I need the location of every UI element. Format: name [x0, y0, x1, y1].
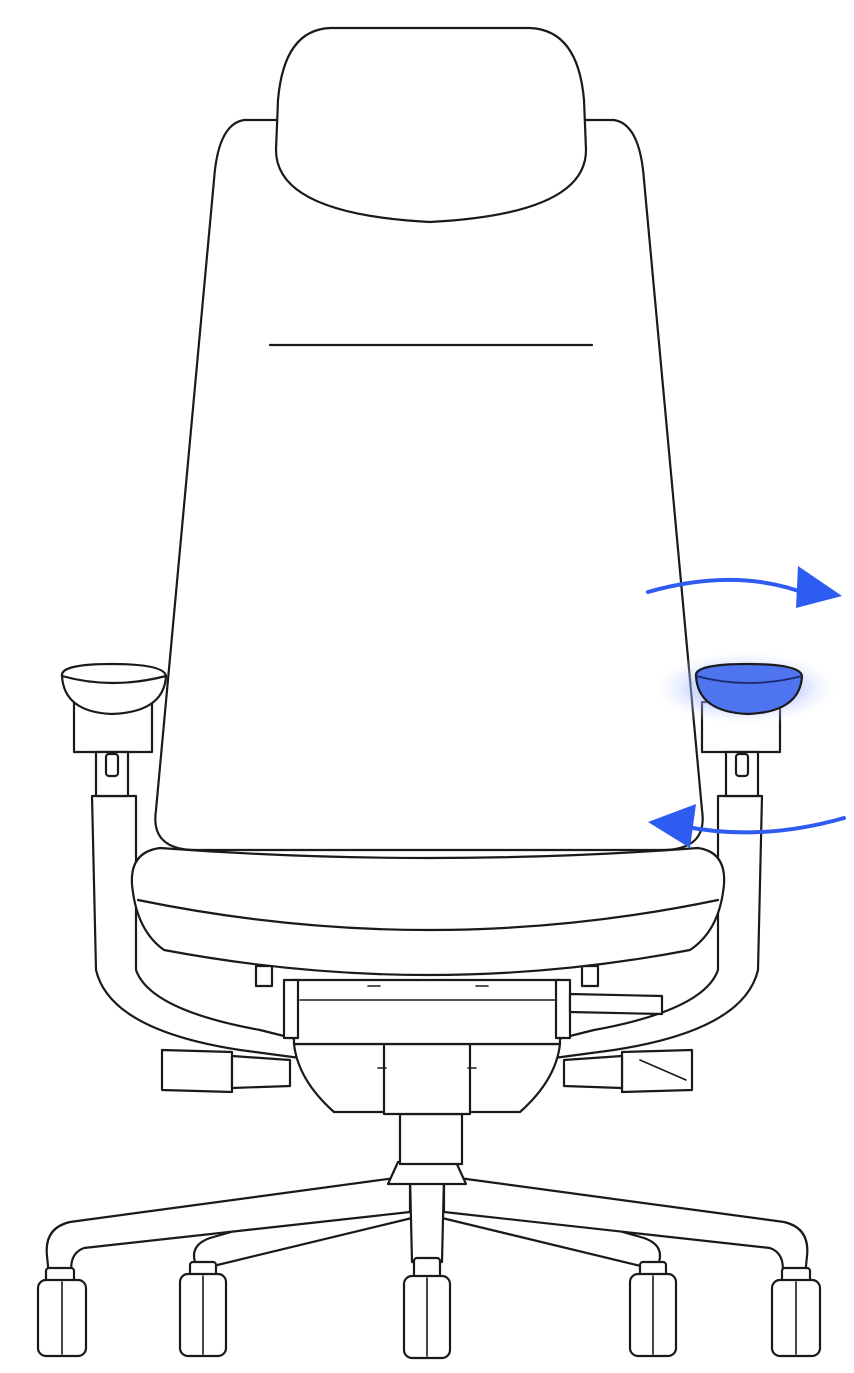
arrow-upper-head-icon	[796, 566, 842, 608]
left-armrest	[60, 662, 168, 798]
seat-rail-right	[554, 978, 572, 1040]
backrest	[154, 118, 704, 852]
left-knob	[160, 1048, 234, 1094]
seat-edge-line	[136, 898, 720, 932]
caster	[178, 1260, 228, 1358]
chair-base	[45, 1112, 809, 1278]
height-lever	[568, 992, 664, 1016]
seat-cushion	[130, 846, 726, 977]
seat-rail-left	[282, 978, 300, 1040]
right-knob-stem	[562, 1054, 624, 1090]
seat-bracket-left	[254, 964, 274, 988]
mechanism-center	[382, 1042, 472, 1116]
gas-cylinder	[398, 1112, 464, 1166]
right-armrest	[650, 650, 842, 798]
seat-plate	[292, 978, 562, 1046]
rotation-arrows	[646, 566, 846, 848]
arrow-lower-path	[680, 816, 846, 835]
mechanism-knobs	[160, 1048, 694, 1094]
right-knob	[620, 1048, 694, 1094]
base-hub	[386, 1160, 468, 1186]
left-knob-stem	[230, 1054, 292, 1090]
headrest	[274, 26, 588, 224]
seat-bracket-right	[580, 964, 600, 988]
casters	[36, 1256, 822, 1360]
arrow-lower-head-icon	[648, 804, 696, 848]
backrest-panel	[154, 118, 704, 852]
base-leg-center	[408, 1174, 446, 1264]
caster	[628, 1260, 678, 1358]
arrow-upper-path	[646, 577, 814, 598]
caster	[770, 1266, 822, 1358]
seat-mechanism	[254, 964, 664, 1116]
caster	[36, 1266, 88, 1358]
seat	[130, 846, 726, 977]
caster	[402, 1256, 452, 1360]
